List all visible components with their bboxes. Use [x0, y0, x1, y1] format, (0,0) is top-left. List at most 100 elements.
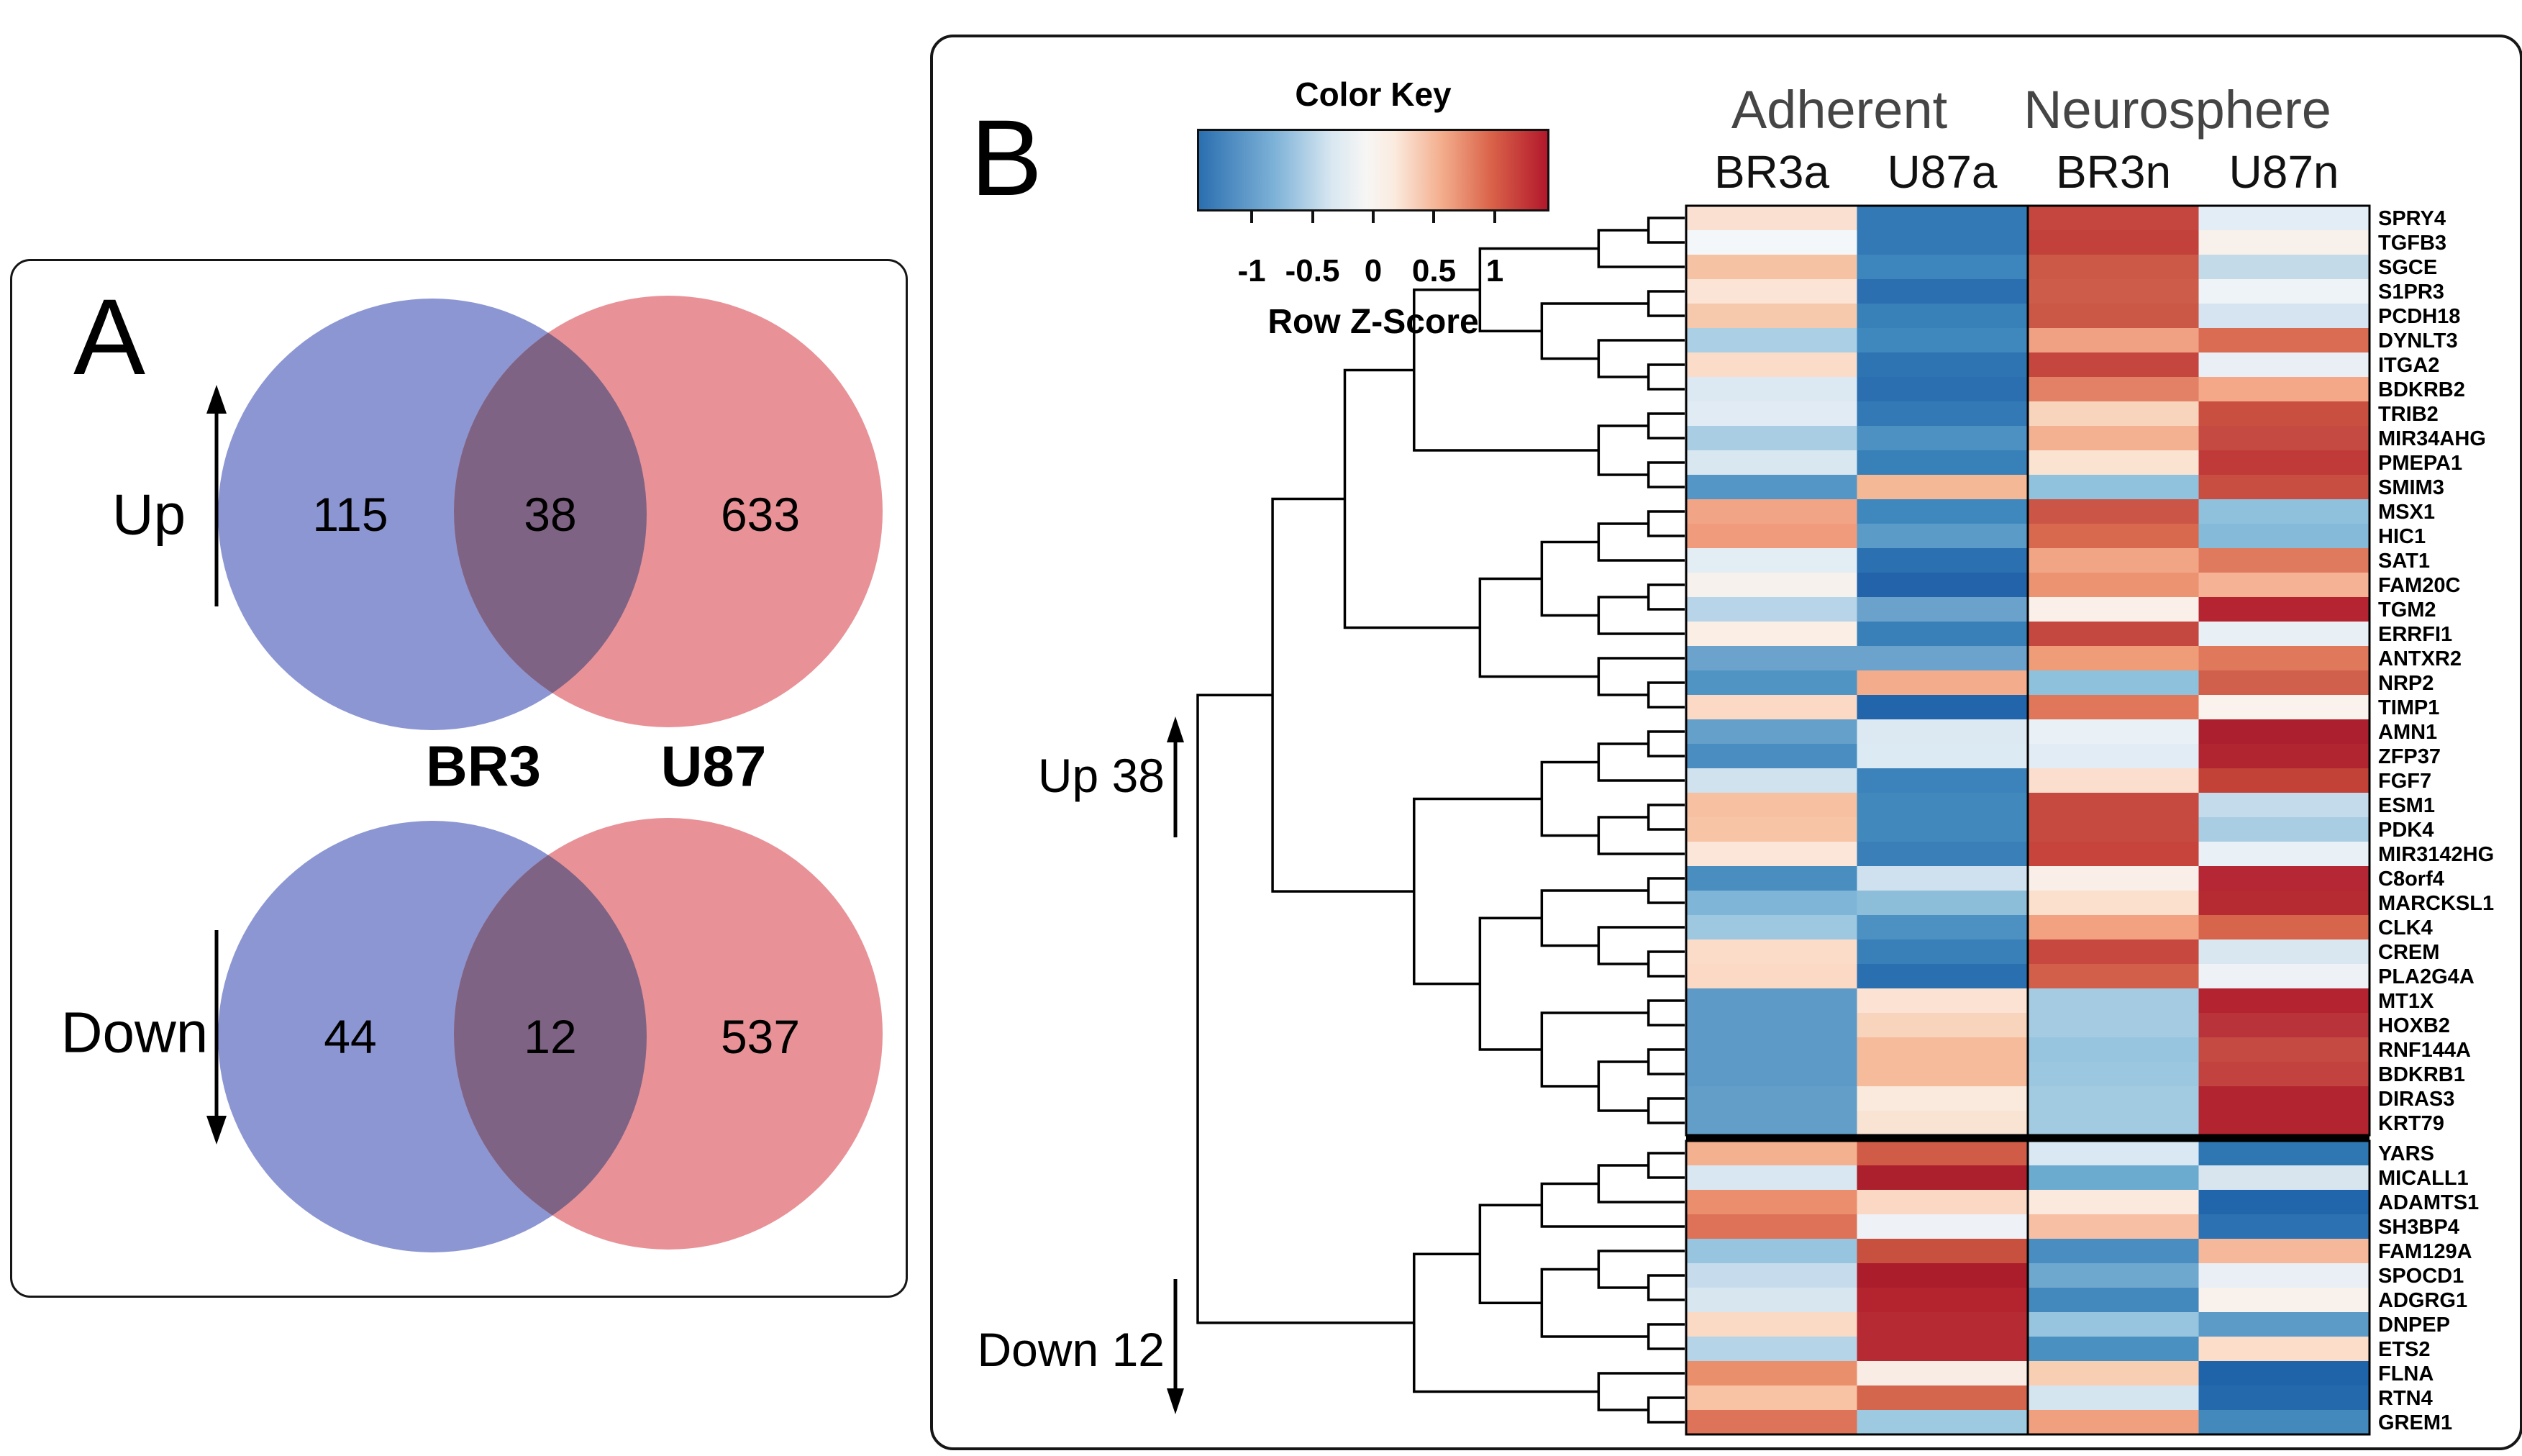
heatmap-cell [1857, 1288, 2028, 1312]
heatmap-cell [2028, 915, 2199, 939]
heatmap-cell [2028, 548, 2199, 573]
gene-row-label: S1PR3 [2378, 281, 2444, 304]
heatmap-cell [1686, 573, 1857, 597]
heatmap-cell [2028, 1337, 2199, 1361]
heatmap-cell [2198, 964, 2370, 988]
down-cluster-label: Down 12 [977, 1323, 1165, 1376]
heatmap-block-separator [1686, 1135, 2370, 1141]
heatmap-cell [1857, 622, 2028, 646]
heatmap-cell [1857, 817, 2028, 842]
heatmap-cell [1857, 524, 2028, 548]
heatmap-cell [2198, 866, 2370, 891]
heatmap-cell [2028, 475, 2199, 499]
venn-down-left-value: 44 [324, 1010, 376, 1063]
heatmap-cell [2198, 499, 2370, 524]
gene-row-label: MIR34AHG [2378, 427, 2486, 450]
dendrogram-branch [1647, 217, 1685, 244]
heatmap-cell [1857, 1111, 2028, 1135]
color-key-gradient [1197, 129, 1549, 211]
heatmap-cell [2028, 891, 2199, 915]
heatmap-cell [1686, 1062, 1857, 1086]
heatmap-cell [1857, 793, 2028, 817]
gene-row-label: HOXB2 [2378, 1014, 2450, 1037]
heatmap-cell [2028, 573, 2199, 597]
heatmap-cell [2028, 1386, 2199, 1410]
dendrogram-branch [1647, 804, 1685, 831]
gene-row-label: RTN4 [2378, 1387, 2433, 1410]
heatmap-cell [2198, 1312, 2370, 1337]
heatmap-cell [1857, 450, 2028, 475]
dendrogram-branch [1597, 229, 1685, 268]
color-key-tick-label: -1 [1237, 253, 1266, 288]
heatmap-cell [2198, 1263, 2370, 1288]
heatmap-cell [1686, 1386, 1857, 1410]
heatmap-cell [1686, 548, 1857, 573]
venn-up-left-value: 115 [312, 488, 388, 541]
dendrogram-branch [1597, 596, 1685, 635]
heatmap-cell [2028, 939, 2199, 964]
gene-row-label: MSX1 [2378, 501, 2435, 524]
gene-row-label: CLK4 [2378, 916, 2433, 939]
gene-row-label: MARCKSL1 [2378, 892, 2494, 915]
dendrogram-branch [1597, 657, 1685, 696]
dendrogram-branch [1597, 742, 1685, 782]
dendrogram-branch [1647, 1152, 1685, 1179]
heatmap-cell [1686, 964, 1857, 988]
heatmap-cell [1857, 695, 2028, 719]
dendrogram-branch [1597, 816, 1685, 855]
heatmap-cell [2198, 1214, 2370, 1239]
heatmap-cell [1857, 1190, 2028, 1214]
heatmap-cell [2028, 964, 2199, 988]
dendrogram-branch [1647, 877, 1685, 904]
heatmap-cell [1857, 1086, 2028, 1111]
heatmap-cell [1857, 475, 2028, 499]
heatmap-cell [1686, 426, 1857, 450]
heatmap-cell [2028, 1214, 2199, 1239]
heatmap-cell [2028, 793, 2199, 817]
heatmap-cell [1686, 328, 1857, 352]
heatmap-cell [1857, 548, 2028, 573]
gene-row-label: ANTXR2 [2378, 647, 2462, 670]
heatmap-cell [2028, 1239, 2199, 1263]
venn-set-label-left: BR3 [426, 734, 541, 798]
dendrogram-branch [1540, 1268, 1649, 1338]
heatmap-cell [2198, 891, 2370, 915]
gene-row-label: SGCE [2378, 256, 2437, 279]
heatmap-cell [1686, 1214, 1857, 1239]
gene-row-label: FAM129A [2378, 1240, 2472, 1263]
gene-row-label: YARS [2378, 1142, 2434, 1165]
gene-row-label: PCDH18 [2378, 305, 2460, 328]
heatmap-cell [2028, 328, 2199, 352]
dendrogram-branch [1597, 339, 1685, 378]
heatmap-cell [1857, 1037, 2028, 1062]
color-key-axis-label: Row Z-Score [1267, 303, 1479, 341]
gene-row-label: ETS2 [2378, 1338, 2431, 1361]
heatmap-cell [2028, 988, 2199, 1013]
heatmap-cell [2198, 426, 2370, 450]
color-key-tick-mark [1372, 211, 1375, 223]
gene-row-label: ZFP37 [2378, 745, 2441, 768]
heatmap-cell [2028, 622, 2199, 646]
heatmap-cell [2198, 1410, 2370, 1434]
gene-row-label: ADAMTS1 [2378, 1191, 2479, 1214]
heatmap-cell [2198, 1386, 2370, 1410]
heatmap-cell [2198, 1111, 2370, 1135]
heatmap-cell [1686, 915, 1857, 939]
gene-row-label: FLNA [2378, 1362, 2434, 1386]
heatmap-cell [1686, 279, 1857, 304]
gene-row-label: BDKRB1 [2378, 1063, 2465, 1086]
heatmap-cell [1857, 352, 2028, 377]
dendrogram-branch [1597, 1060, 1649, 1112]
heatmap-cell [1686, 499, 1857, 524]
heatmap-cell [2028, 1086, 2199, 1111]
heatmap-cell [2028, 499, 2199, 524]
heatmap-cell [1857, 964, 2028, 988]
heatmap-cell [2028, 1141, 2199, 1165]
heatmap-cell [1857, 1013, 2028, 1037]
heatmap-cell [2028, 1165, 2199, 1190]
gene-row-label: PDK4 [2378, 819, 2434, 842]
heatmap-cell [2028, 1037, 2199, 1062]
heatmap-cell [2198, 377, 2370, 401]
venn-set-label-right: U87 [661, 734, 767, 798]
heatmap-cell [1857, 1410, 2028, 1434]
